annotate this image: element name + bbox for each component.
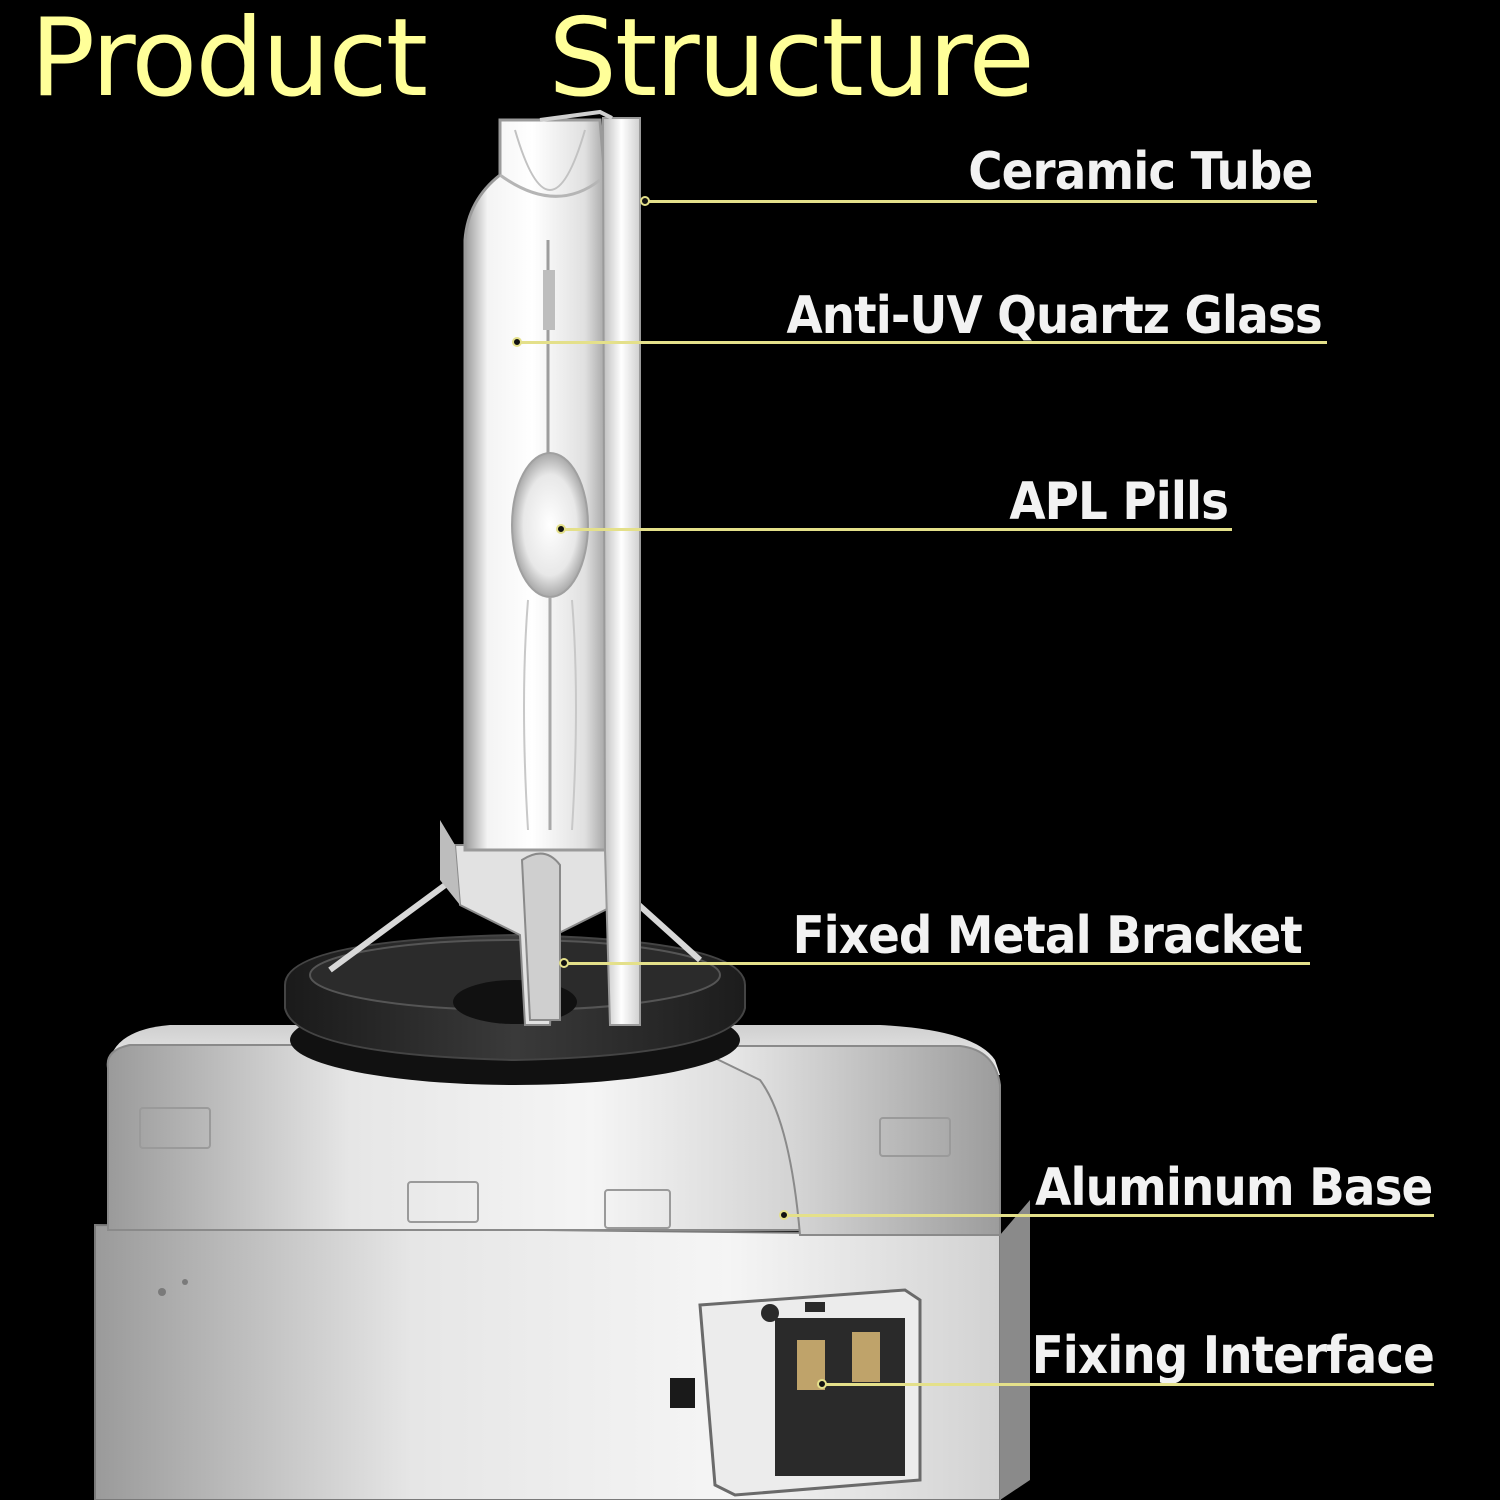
callout-metal-bracket-line [564,962,1310,965]
rod-top-wire [539,109,613,122]
callout-quartz-glass-line [517,341,1327,344]
connector-clip [670,1378,695,1408]
base-screw [158,1288,166,1296]
metal-bracket-tab [520,852,561,1021]
callout-ceramic-tube-line [645,200,1317,203]
callout-fixing-interface-dot [817,1379,827,1389]
inner-tube-edge [571,599,577,831]
metal-bracket-side [440,820,460,905]
callout-fixing-interface-label: Fixing Interface [1031,1326,1435,1386]
connector-socket [775,1318,905,1476]
callout-fixing-interface-line [822,1383,1434,1386]
title-word-structure: Structure [548,0,1034,121]
callout-metal-bracket-dot [559,958,569,968]
electrode-holder [543,270,555,330]
glass-tip [514,129,586,191]
callout-apl-pills-dot [556,524,566,534]
diagram-title: Product Structure [30,0,1035,121]
inner-tube-edge [523,599,529,831]
apl-pill [511,452,589,598]
base-indent [879,1117,951,1157]
base-side-face [689,1045,1001,1236]
base-indent [407,1181,479,1223]
callout-quartz-glass-dot [512,337,522,347]
connector-slot [805,1302,825,1312]
callout-aluminum-base-dot [779,1210,789,1220]
glass-rim [499,173,601,198]
connector-hole [761,1304,779,1322]
callout-metal-bracket-label: Fixed Metal Bracket [792,906,1303,966]
base-indent [604,1189,671,1229]
callout-quartz-glass-label: Anti-UV Quartz Glass [786,286,1323,346]
callout-apl-pills-label: APL Pills [1009,472,1229,532]
base-screw [182,1279,188,1285]
callout-ceramic-tube-dot [640,196,650,206]
callout-ceramic-tube-label: Ceramic Tube [967,142,1313,202]
callout-apl-pills-line [561,528,1232,531]
callout-aluminum-base-label: Aluminum Base [1034,1158,1433,1218]
base-lower-side [1000,1200,1030,1500]
ceramic-tube-rod [601,117,641,1026]
base-indent [139,1107,211,1149]
connector-pin [852,1332,880,1382]
title-word-product: Product [30,0,428,121]
callout-aluminum-base-line [784,1214,1434,1217]
